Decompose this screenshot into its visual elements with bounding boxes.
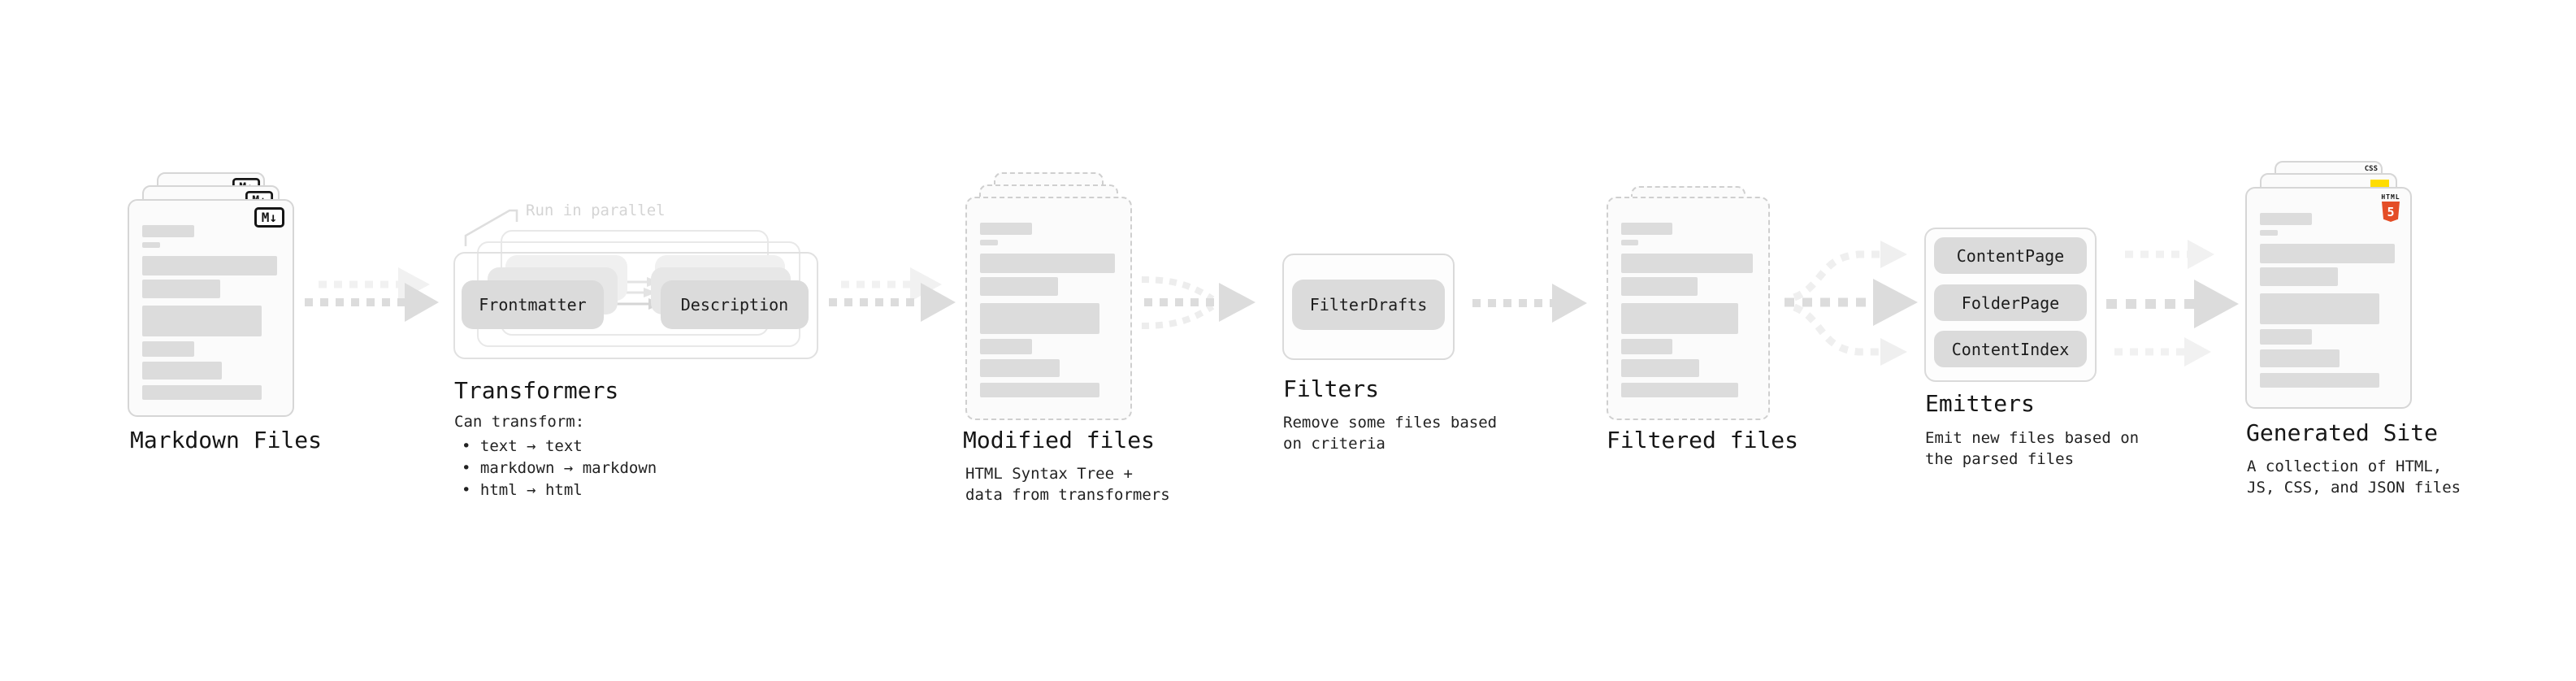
doc-text-line	[980, 277, 1059, 296]
doc-text-line	[1621, 339, 1672, 354]
doc-text-line	[2260, 267, 2339, 286]
arrow-markdown-to-transformers	[305, 267, 439, 322]
html5-icon-word: HTML	[2381, 193, 2400, 201]
doc-text-line	[980, 359, 1060, 377]
stage-subtitle-filters: Remove some files based on criteria	[1283, 414, 1498, 453]
doc-text-line	[980, 383, 1100, 397]
filtered-file-card-front	[1607, 197, 1770, 420]
bullet-item: • markdown → markdown	[462, 459, 657, 477]
stage-title-generated-site: Generated Site	[2246, 419, 2439, 446]
html5-icon-shield: 5	[2382, 202, 2400, 222]
stage-title-filtered-files: Filtered files	[1607, 427, 1799, 453]
filterdrafts-node: FilterDrafts	[1292, 280, 1445, 330]
doc-text-line	[142, 385, 262, 400]
doc-text-line	[1621, 254, 1753, 273]
stage-title-transformers: Transformers	[454, 377, 619, 404]
doc-text-line	[142, 362, 223, 380]
stage-subtitle-generated-site: A collection of HTML, JS, CSS, and JSON …	[2247, 458, 2461, 497]
doc-content	[2260, 213, 2397, 388]
stage-title-filters: Filters	[1283, 375, 1380, 402]
stage-title-emitters: Emitters	[1925, 390, 2035, 417]
doc-text-line	[1621, 303, 1738, 334]
arrow-modified-to-filters-merge	[1141, 276, 1255, 329]
doc-text-line	[2260, 373, 2380, 388]
doc-content	[1621, 223, 1755, 397]
stage-subtitle-emitters: Emit new files based on the parsed files	[1925, 429, 2140, 468]
arrow-filtered-to-emitters-fork	[1785, 241, 1918, 366]
arrow-filters-to-filtered	[1472, 284, 1587, 323]
doc-text-line	[980, 254, 1115, 273]
doc-text-line	[980, 303, 1100, 334]
stage-subtitle-modified-files: HTML Syntax Tree + data from transformer…	[965, 465, 1170, 504]
arrow-transformers-to-modified	[829, 267, 956, 322]
frontmatter-node: Frontmatter	[462, 280, 604, 329]
doc-text-line	[142, 225, 195, 237]
doc-content	[142, 225, 280, 400]
doc-text-line	[2260, 329, 2313, 345]
stage-subtitle-transformers: Can transform:	[454, 413, 585, 431]
bullet-item: • html → html	[462, 481, 583, 499]
doc-text-line	[142, 341, 195, 357]
contentindex-node: ContentIndex	[1934, 331, 2087, 367]
doc-text-line	[1621, 240, 1639, 245]
doc-content	[980, 223, 1117, 397]
bullet-item: • text → text	[462, 437, 583, 455]
contentpage-node: ContentPage	[1934, 237, 2087, 274]
doc-text-line	[980, 339, 1033, 354]
generated-file-card-front: HTML 5	[2245, 187, 2412, 409]
arrow-emitters-to-generated	[2106, 240, 2239, 367]
transformer-container-front	[453, 252, 818, 359]
doc-text-line	[2260, 244, 2395, 263]
doc-text-line	[1621, 359, 1699, 377]
stage-title-markdown-files: Markdown Files	[130, 427, 323, 453]
folderpage-node: FolderPage	[1934, 284, 2087, 321]
doc-text-line	[980, 240, 998, 245]
doc-text-line	[142, 256, 277, 275]
markdown-file-card-front: M↓	[128, 199, 294, 417]
doc-text-line	[2260, 230, 2278, 236]
stage-title-modified-files: Modified files	[963, 427, 1156, 453]
doc-text-line	[142, 280, 221, 298]
doc-text-line	[2260, 213, 2313, 225]
doc-text-line	[142, 242, 160, 248]
doc-text-line	[2260, 293, 2380, 324]
javascript-icon	[2370, 180, 2389, 189]
doc-text-line	[1621, 223, 1672, 235]
doc-text-line	[1621, 277, 1698, 296]
modified-file-card-front	[965, 197, 1132, 420]
markdown-icon: M↓	[254, 207, 284, 228]
doc-text-line	[2260, 349, 2340, 367]
description-node: Description	[661, 280, 809, 329]
doc-text-line	[1621, 383, 1738, 397]
transform-bullet-list: • text → text • markdown → markdown • ht…	[462, 436, 657, 501]
doc-text-line	[142, 306, 262, 336]
html5-icon: HTML 5	[2380, 193, 2401, 222]
run-in-parallel-annotation: Run in parallel	[526, 202, 666, 219]
doc-text-line	[980, 223, 1033, 235]
